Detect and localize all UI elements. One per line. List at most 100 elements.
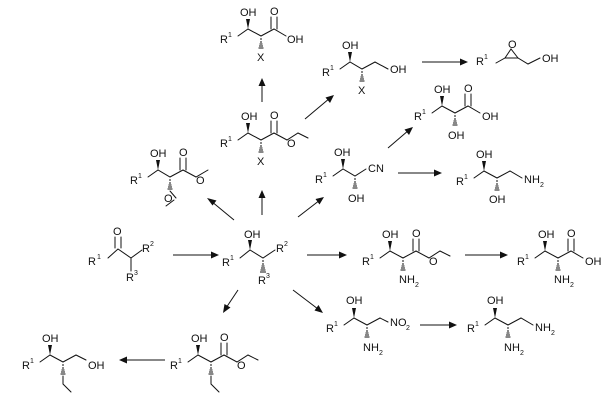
arrow-x-ester-to-halohydrin xyxy=(304,95,334,120)
label-sup: 1 xyxy=(323,172,327,179)
label-sup: 1 xyxy=(370,254,374,261)
label-r: R xyxy=(326,323,334,335)
arrow-central-to-x-ester xyxy=(258,190,266,215)
label-r: R xyxy=(276,243,284,255)
label-r: R xyxy=(220,34,228,46)
label-sup: 1 xyxy=(138,173,142,180)
arrow-nitrile-to-dihydroxy-acid xyxy=(387,127,413,149)
label-oh: OH xyxy=(487,295,504,307)
molecule-amino-ester: OH R 1 O O NH 2 xyxy=(362,228,451,289)
arrow-x-ester-to-x-acid xyxy=(258,78,266,102)
label-sub: 2 xyxy=(415,282,419,289)
label-o: O xyxy=(508,39,517,51)
label-oh: OH xyxy=(476,149,493,161)
label-sub: 2 xyxy=(379,350,383,357)
label-sup: 1 xyxy=(525,254,529,261)
label-oh: OH xyxy=(434,84,451,96)
label-oh: OH xyxy=(150,148,167,160)
label-oh: OH xyxy=(191,333,208,345)
arrow-nitrile-to-amino-diol xyxy=(398,169,442,177)
label-oh: OH xyxy=(482,111,499,123)
label-sup: 3 xyxy=(134,270,138,277)
molecule-nitro-amine: OH R 1 NO 2 NH 2 xyxy=(326,295,410,357)
label-x: X xyxy=(257,52,265,64)
label-sup: 2 xyxy=(150,241,154,248)
label-nh: NH xyxy=(363,342,379,354)
label-oh: OH xyxy=(287,34,304,46)
label-sup: 1 xyxy=(330,65,334,72)
label-r: R xyxy=(476,56,484,68)
label-x: X xyxy=(358,85,366,97)
label-sup: 1 xyxy=(230,255,234,262)
label-r: R xyxy=(517,256,525,268)
label-o: O xyxy=(179,147,188,159)
label-oh: OH xyxy=(334,147,351,159)
label-o: O xyxy=(464,83,473,95)
molecule-diamine: OH R 1 NH 2 NH 2 xyxy=(467,295,555,357)
label-r: R xyxy=(414,111,422,123)
label-nh: NH xyxy=(554,274,570,286)
label-r: R xyxy=(258,275,266,287)
label-nh: NH xyxy=(535,322,551,334)
label-oh: OH xyxy=(42,333,59,345)
label-r: R xyxy=(220,138,228,150)
label-sub: 2 xyxy=(551,330,555,337)
label-oh: OH xyxy=(240,7,257,19)
label-r: R xyxy=(467,323,475,335)
arrow-ethyl-ester-to-ethyl-diol xyxy=(119,356,165,364)
label-oh: OH xyxy=(346,295,363,307)
molecule-alpha-methoxy-ester: OH R 1 O O O xyxy=(130,147,209,207)
molecule-central-aldol: OH R 1 R 2 R 3 xyxy=(222,229,288,287)
label-no: NO xyxy=(390,317,407,329)
label-o: O xyxy=(270,110,279,122)
molecule-aldol-ketone: O R 1 R 2 R 3 xyxy=(88,226,154,284)
label-r: R xyxy=(362,256,370,268)
label-sup: 1 xyxy=(228,32,232,39)
arrow-central-to-amino-ester xyxy=(307,251,347,259)
label-o: O xyxy=(429,256,438,268)
label-sup: 1 xyxy=(464,174,468,181)
arrow-aldol-to-central xyxy=(173,251,219,259)
label-o: O xyxy=(270,6,279,18)
molecule-halohydrin-alcohol: OH R 1 OH X xyxy=(322,40,407,97)
arrow-central-to-methoxy-ester xyxy=(207,198,235,221)
molecule-epoxy-alcohol: R 1 O OH xyxy=(476,39,559,68)
molecule-dihydroxy-acid: OH R 1 O OH OH xyxy=(414,83,499,142)
label-r: R xyxy=(315,174,323,186)
arrow-central-to-nitrile xyxy=(297,197,324,218)
label-oh: OH xyxy=(88,360,105,372)
molecule-ethyl-ester: OH R 1 O O xyxy=(170,332,259,393)
label-sub: 2 xyxy=(540,182,544,189)
arrow-halohydrin-to-epoxide xyxy=(422,58,468,66)
label-sup: 1 xyxy=(334,321,338,328)
label-sup: 1 xyxy=(475,321,479,328)
label-o: O xyxy=(567,228,576,240)
label-oh: OH xyxy=(585,256,602,268)
label-oh: OH xyxy=(448,130,465,142)
label-x: X xyxy=(257,156,265,168)
label-r: R xyxy=(22,360,30,372)
label-r: R xyxy=(126,272,134,284)
label-sup: 1 xyxy=(178,358,182,365)
label-r: R xyxy=(170,360,178,372)
label-oh: OH xyxy=(390,64,407,76)
label-r: R xyxy=(222,257,230,269)
molecule-amino-diol: OH R 1 NH 2 OH xyxy=(456,149,544,206)
label-sup: 1 xyxy=(422,109,426,116)
label-r: R xyxy=(142,243,150,255)
molecule-dihydroxy-nitrile: OH R 1 CN OH xyxy=(315,147,384,205)
label-o: O xyxy=(164,193,173,205)
label-oh: OH xyxy=(244,229,261,241)
molecule-alpha-x-ester: OH R 1 O O X xyxy=(220,110,309,168)
arrow-nitro-amine-to-diamine xyxy=(420,321,457,329)
label-sup: 1 xyxy=(484,54,488,61)
label-oh: OH xyxy=(538,229,555,241)
label-o: O xyxy=(220,332,229,344)
label-oh: OH xyxy=(542,53,559,65)
arrow-central-to-nitro-amine xyxy=(292,289,323,313)
label-o: O xyxy=(237,360,246,372)
label-r: R xyxy=(322,67,330,79)
label-oh: OH xyxy=(382,229,399,241)
label-r: R xyxy=(456,176,464,188)
